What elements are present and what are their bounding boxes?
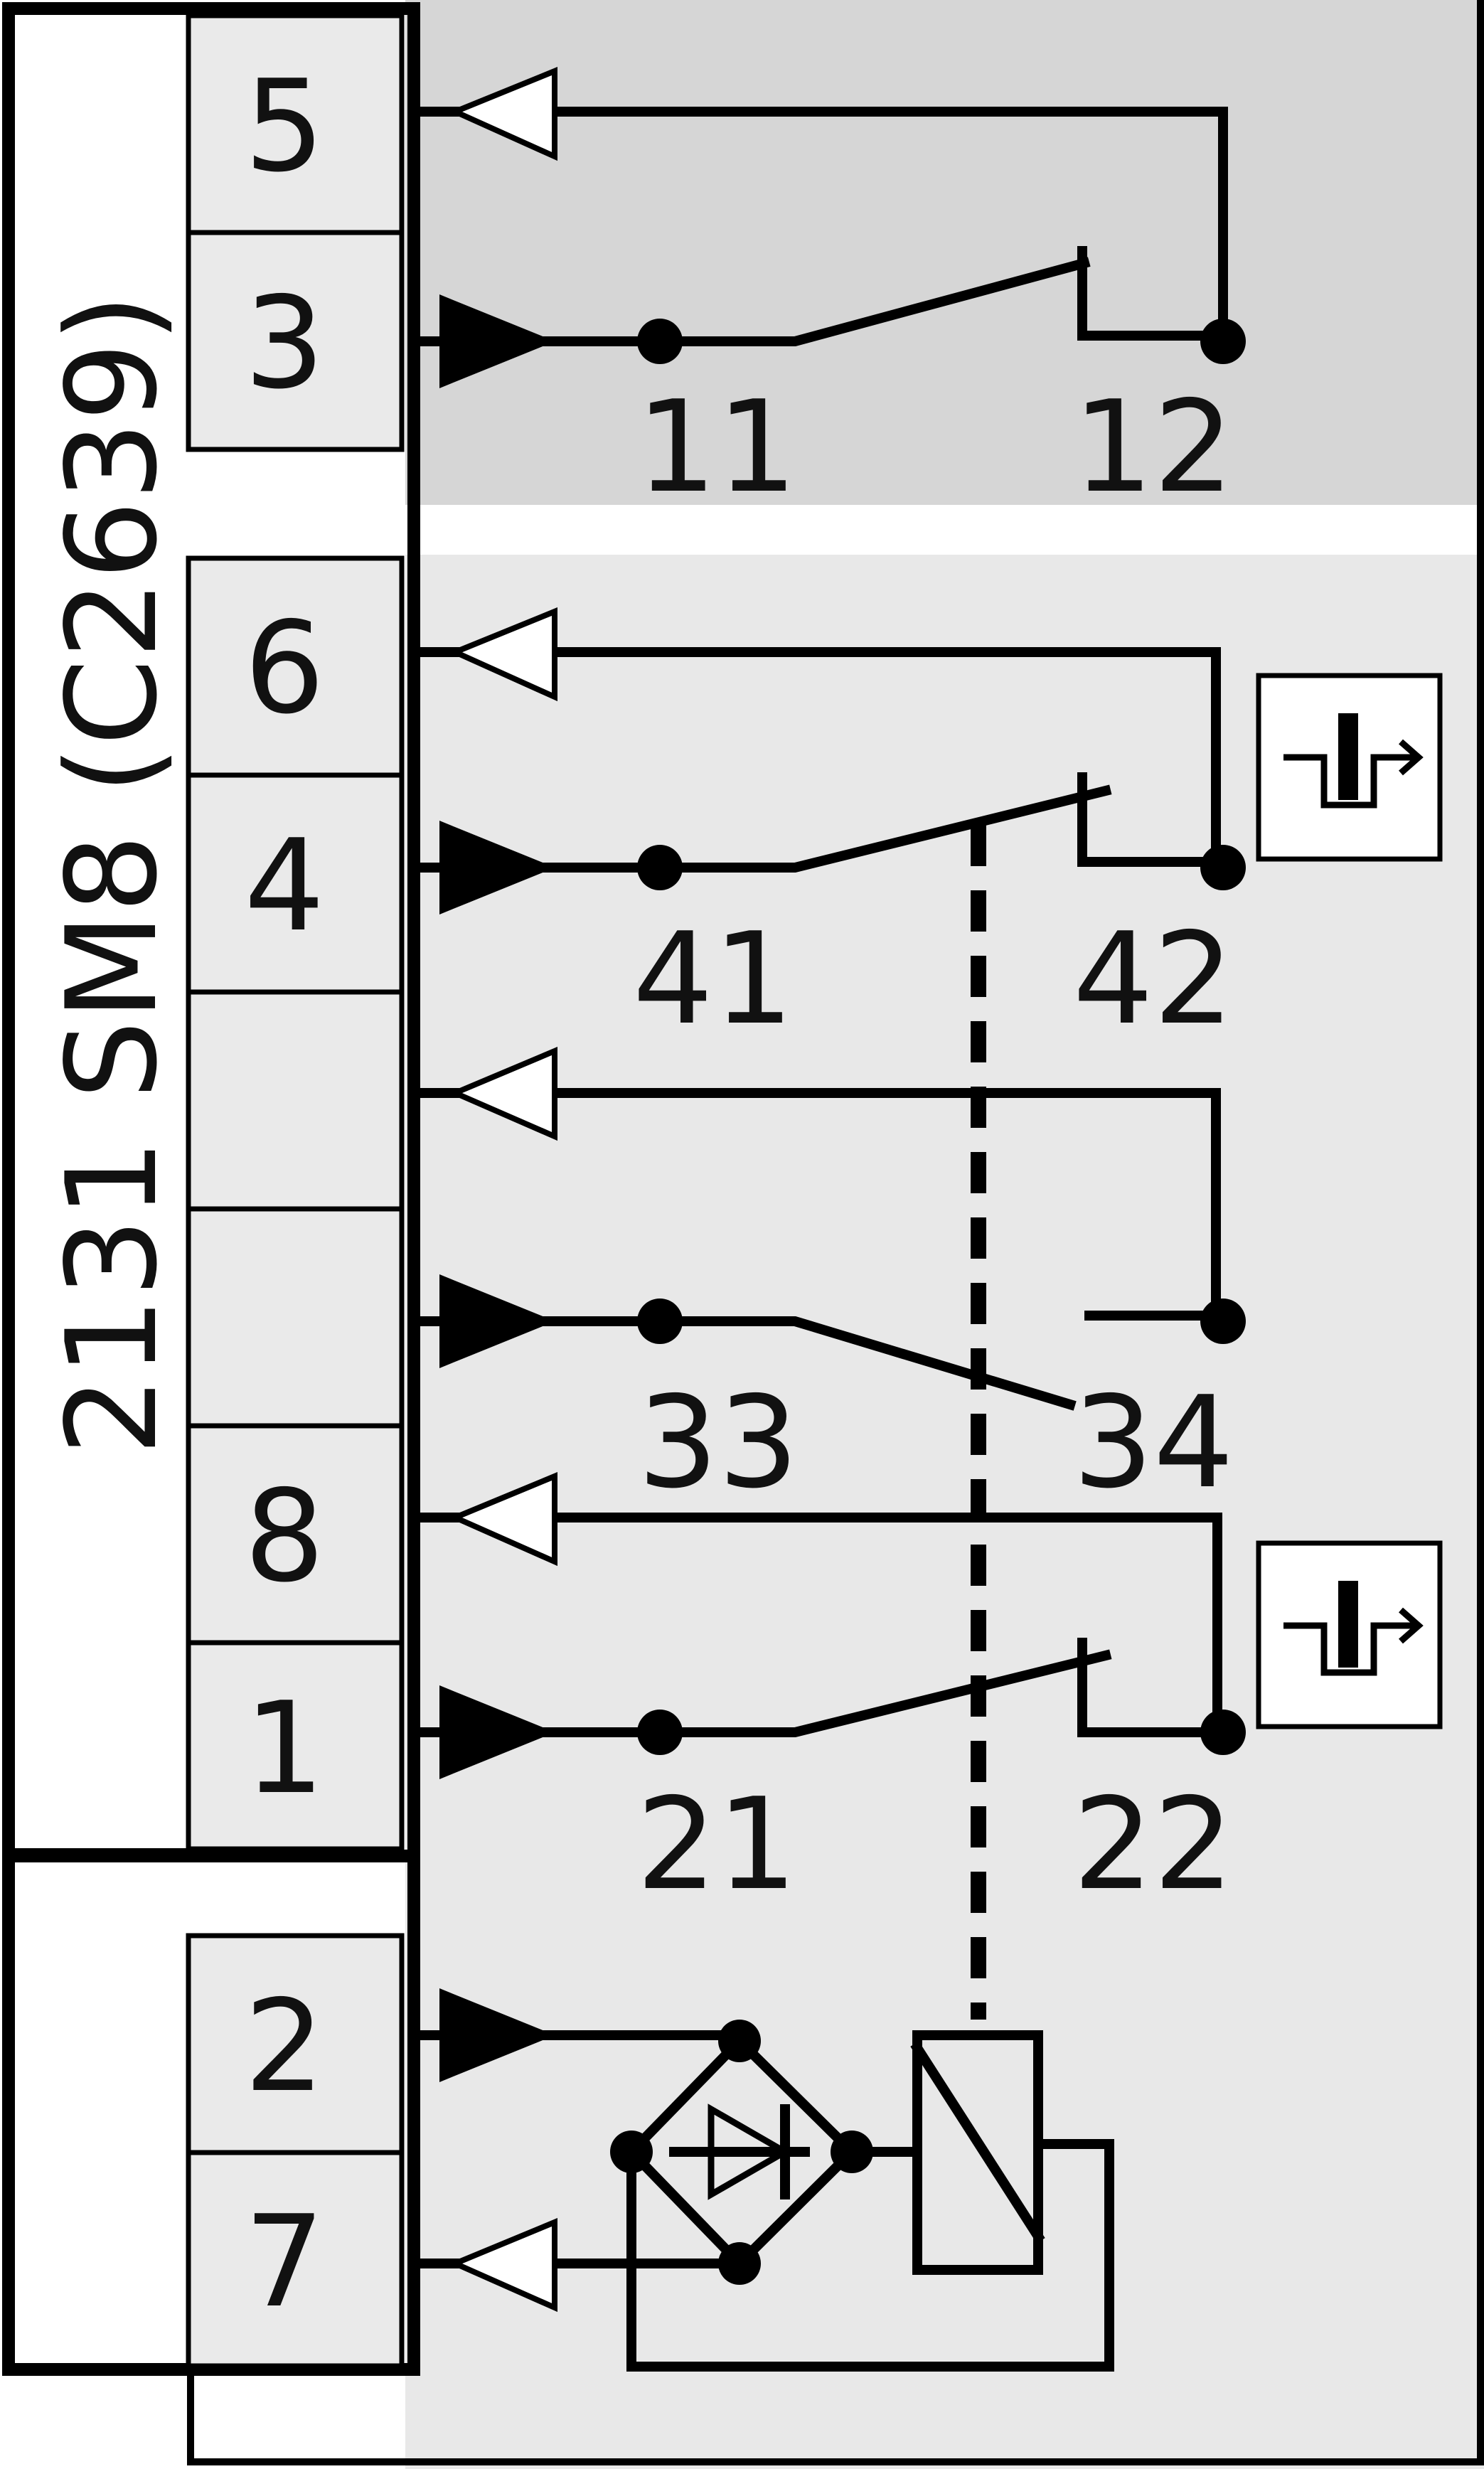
connection-dots bbox=[610, 319, 1246, 2285]
forced-opening-symbol-icon bbox=[1256, 1540, 1443, 1729]
terminal-label-4: 4 bbox=[244, 812, 324, 959]
terminal-label-5: 5 bbox=[244, 53, 324, 200]
contact-label-34: 34 bbox=[1073, 1369, 1234, 1516]
contact-label-41: 41 bbox=[633, 905, 794, 1052]
terminal-label-3: 3 bbox=[244, 270, 324, 417]
forced-opening-symbol-icon bbox=[1256, 673, 1443, 862]
panel-top bbox=[405, 0, 1484, 505]
device-housing bbox=[2, 2, 420, 2376]
device-label: 2131 SM8 (C2639) bbox=[41, 294, 185, 1456]
terminal-label-1: 1 bbox=[244, 1675, 324, 1822]
panel-bottom-strip bbox=[191, 2368, 405, 2469]
contact-label-12: 12 bbox=[1073, 373, 1234, 521]
terminal-blocks bbox=[186, 13, 405, 2369]
contact-label-42: 42 bbox=[1073, 905, 1234, 1052]
terminal-label-8: 8 bbox=[244, 1463, 324, 1610]
terminal-label-6: 6 bbox=[244, 594, 324, 742]
terminal-label-2: 2 bbox=[244, 1973, 324, 2120]
contact-label-11: 11 bbox=[636, 373, 798, 521]
terminal-label-7: 7 bbox=[244, 2188, 324, 2335]
contact-label-21: 21 bbox=[636, 1771, 798, 1918]
contact-label-22: 22 bbox=[1073, 1771, 1234, 1918]
contact-label-33: 33 bbox=[638, 1369, 799, 1516]
panel-main bbox=[405, 555, 1484, 2469]
terminal-arrows bbox=[439, 67, 557, 2313]
